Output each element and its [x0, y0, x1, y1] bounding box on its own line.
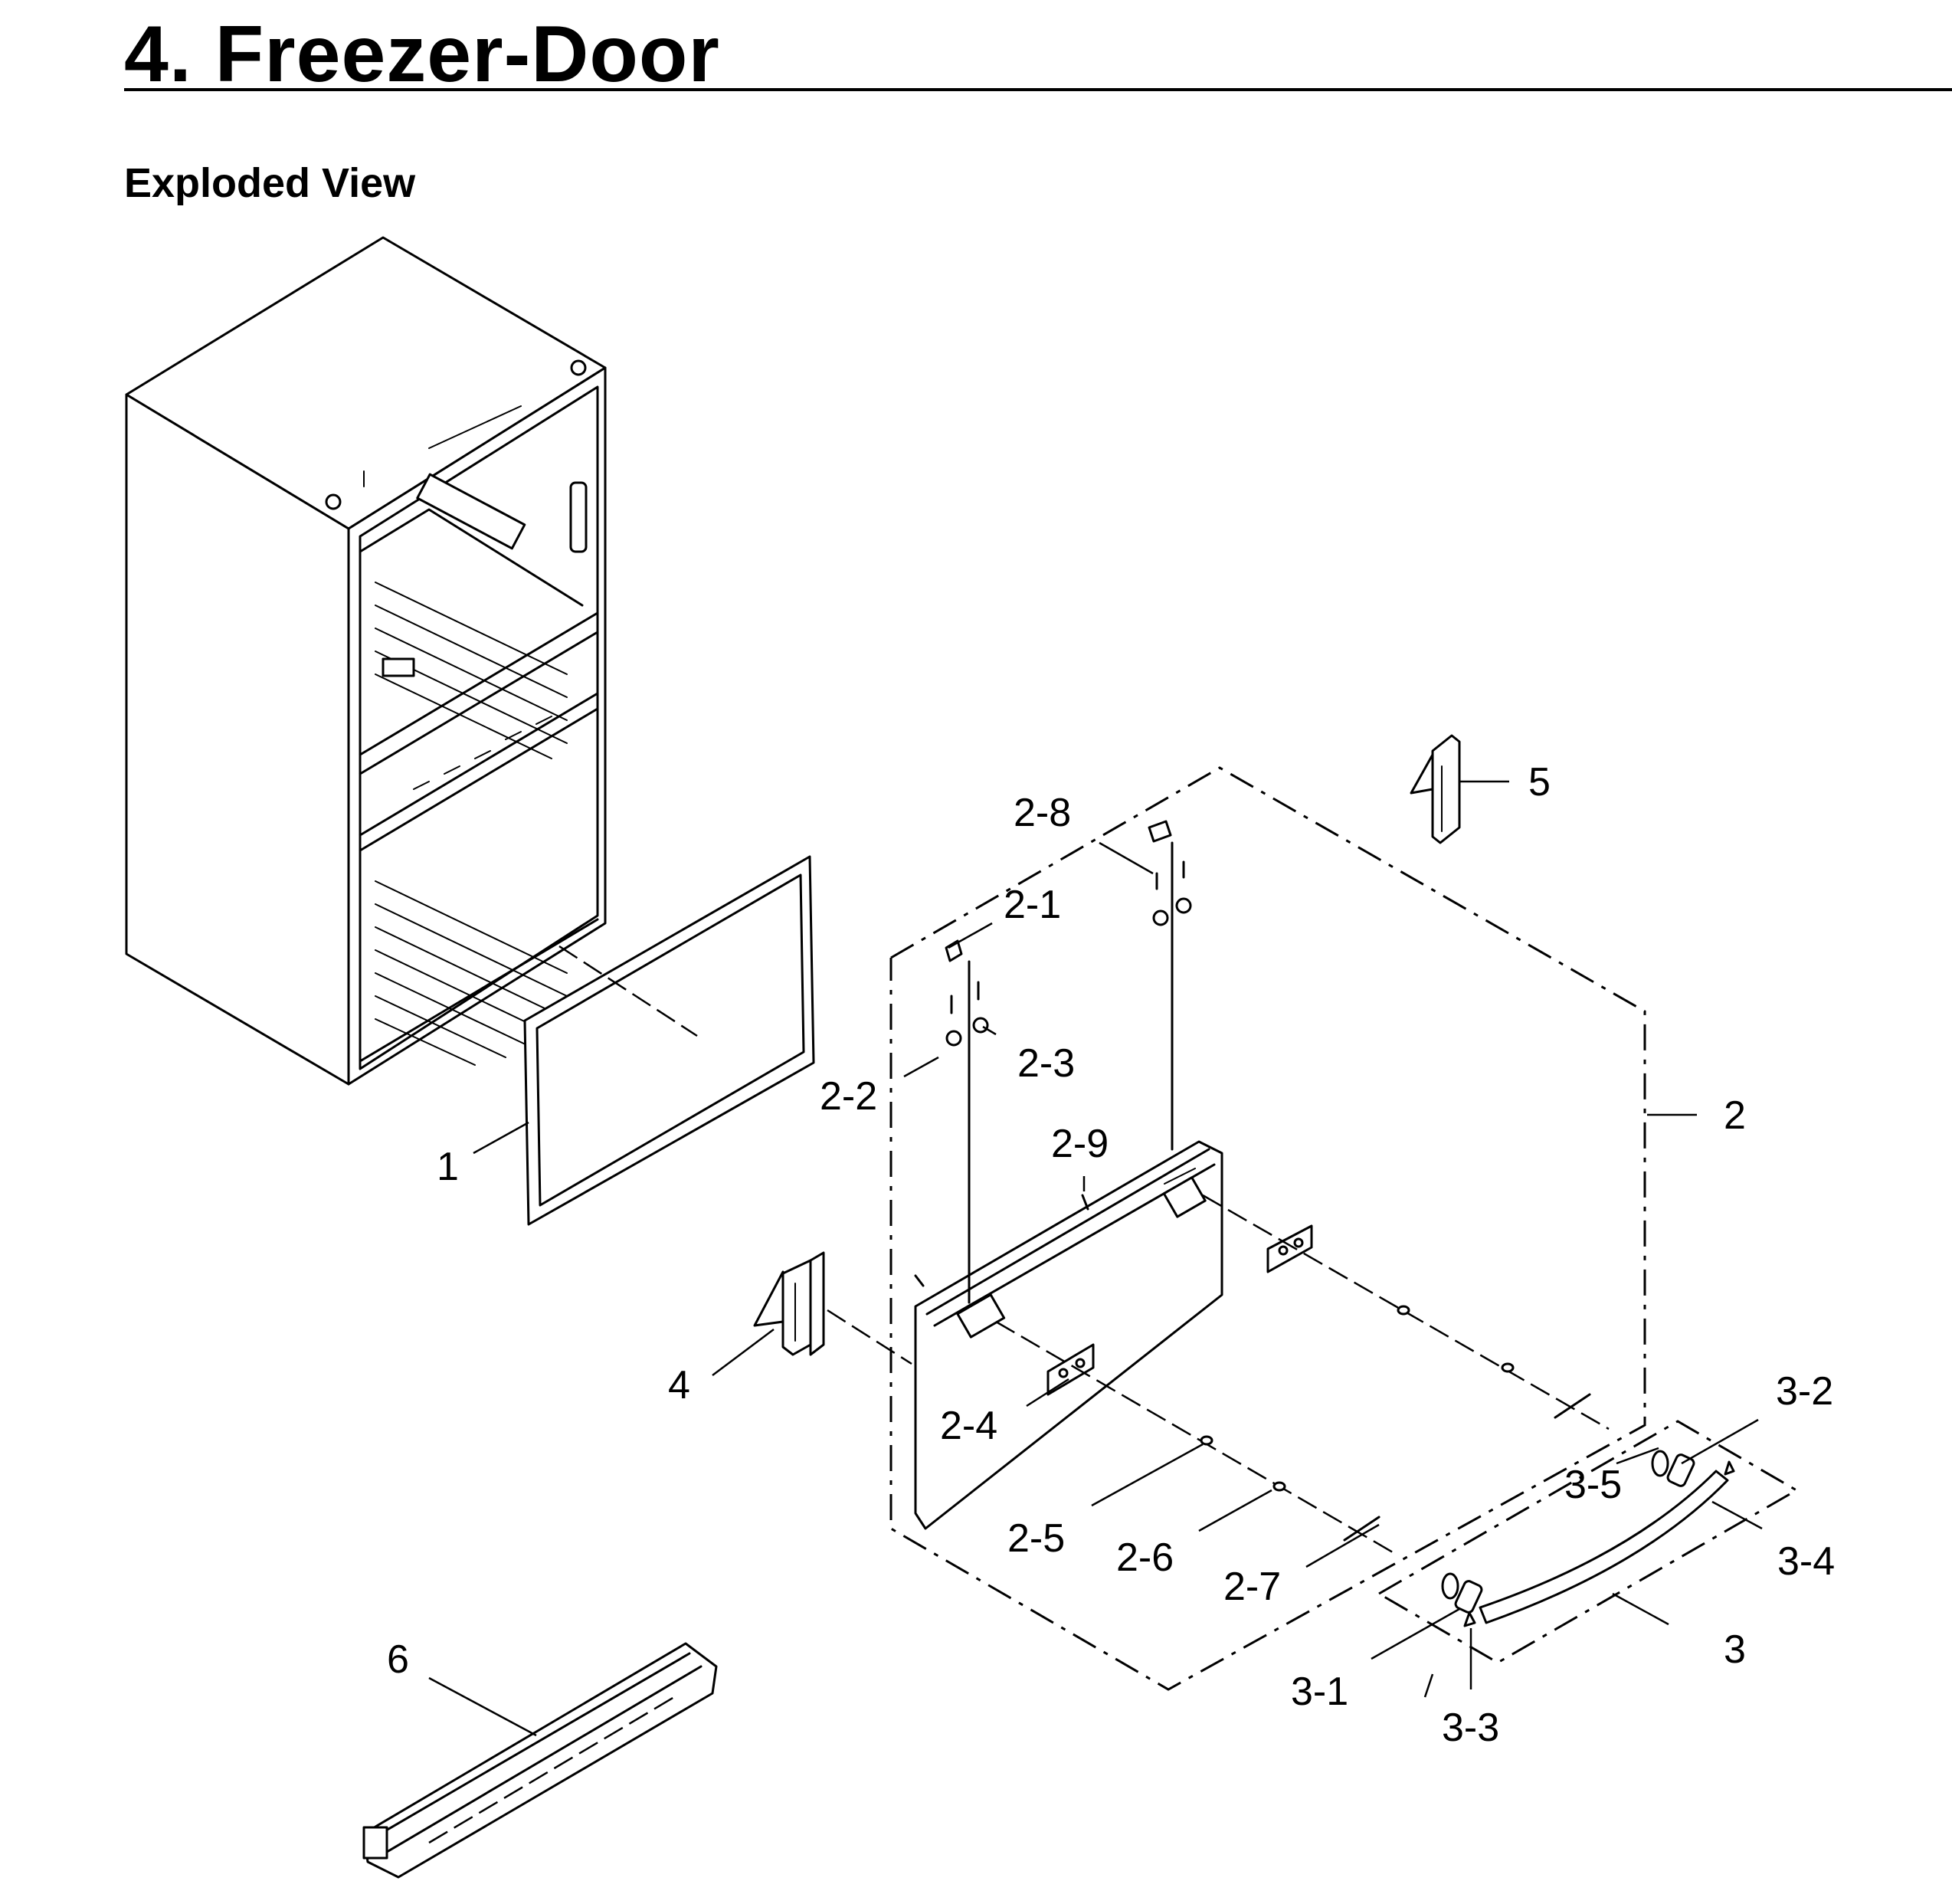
leader-lines [428, 780, 1763, 1737]
refrigerator-cabinet [125, 236, 607, 1086]
callout-2-9: 2-9 [1051, 1122, 1109, 1166]
cabinet-bracket [416, 473, 526, 550]
rail-end-left [1343, 1516, 1380, 1542]
callout-2-1: 2-1 [1004, 883, 1061, 927]
callout-1: 1 [437, 1145, 459, 1189]
callout-2-4: 2-4 [940, 1404, 997, 1448]
hinge-part-5 [1410, 734, 1461, 844]
hinge-part-4 [753, 1251, 912, 1365]
handle-assembly-outline [1378, 1420, 1799, 1664]
callout-2-2: 2-2 [820, 1074, 877, 1119]
screw-part-2-9-side [914, 1274, 925, 1287]
cabinet-slot [569, 481, 588, 553]
section-subtitle: Exploded View [124, 160, 416, 206]
hinge-block-part-2-8 [1148, 820, 1185, 1151]
callout-2-6: 2-6 [1116, 1535, 1174, 1580]
callout-labels: 1 2 2-1 2-2 2-3 2-4 2-5 2-6 2-7 2-8 2-9 … [387, 760, 1835, 1750]
rail-path-left [995, 1320, 1399, 1557]
callout-2-3: 2-3 [1017, 1041, 1075, 1086]
door-top-bracket-right [1162, 1176, 1207, 1218]
rail-end-right [1554, 1393, 1591, 1419]
door-gasket-part-1 [523, 855, 815, 1226]
door-top-bracket-left [956, 1293, 1006, 1339]
callout-3: 3 [1724, 1627, 1746, 1672]
callout-3-3: 3-3 [1442, 1706, 1499, 1750]
title-rule [124, 88, 1952, 91]
callout-6: 6 [387, 1637, 409, 1682]
callout-2-7: 2-7 [1223, 1565, 1281, 1609]
callout-4: 4 [668, 1363, 690, 1408]
callout-2: 2 [1724, 1093, 1746, 1138]
screw-part-2-9 [1081, 1194, 1089, 1211]
cabinet-hinge-hole-right [570, 359, 587, 376]
callout-3-5: 3-5 [1564, 1463, 1622, 1507]
door-panel-part-2 [914, 1140, 1223, 1530]
rail-fasteners [1200, 1305, 1515, 1492]
door-bin-end-left [362, 1826, 388, 1860]
callout-2-8: 2-8 [1014, 791, 1071, 835]
rail-holder-part-2-4 [1046, 1343, 1095, 1396]
door-assembly-outline [889, 766, 1646, 1691]
lower-drawer-ridges [375, 880, 568, 1066]
upper-shelf-ridges [375, 582, 568, 759]
rail-holder-part-2-4-right [1266, 1224, 1313, 1273]
cabinet-hinge-hole-left [325, 493, 342, 510]
handle-fasteners [1441, 1450, 1735, 1627]
hinge-block-part-2-1 [945, 939, 980, 1304]
callout-5: 5 [1528, 760, 1551, 805]
callout-3-1: 3-1 [1291, 1670, 1348, 1714]
middle-rail-ticks [413, 716, 552, 790]
door-bin-part-6 [362, 1642, 718, 1879]
callout-3-2: 3-2 [1776, 1369, 1833, 1414]
cabinet-sensor [382, 657, 415, 677]
nuts-part-2-2-2-3 [945, 897, 1192, 1047]
callout-3-4: 3-4 [1777, 1539, 1835, 1584]
page-title: 4. Freezer-Door [124, 10, 720, 99]
cabinet-top-edge-detail [428, 405, 522, 449]
callout-2-5: 2-5 [1007, 1516, 1065, 1561]
door-handle-part-3 [1479, 1470, 1729, 1624]
